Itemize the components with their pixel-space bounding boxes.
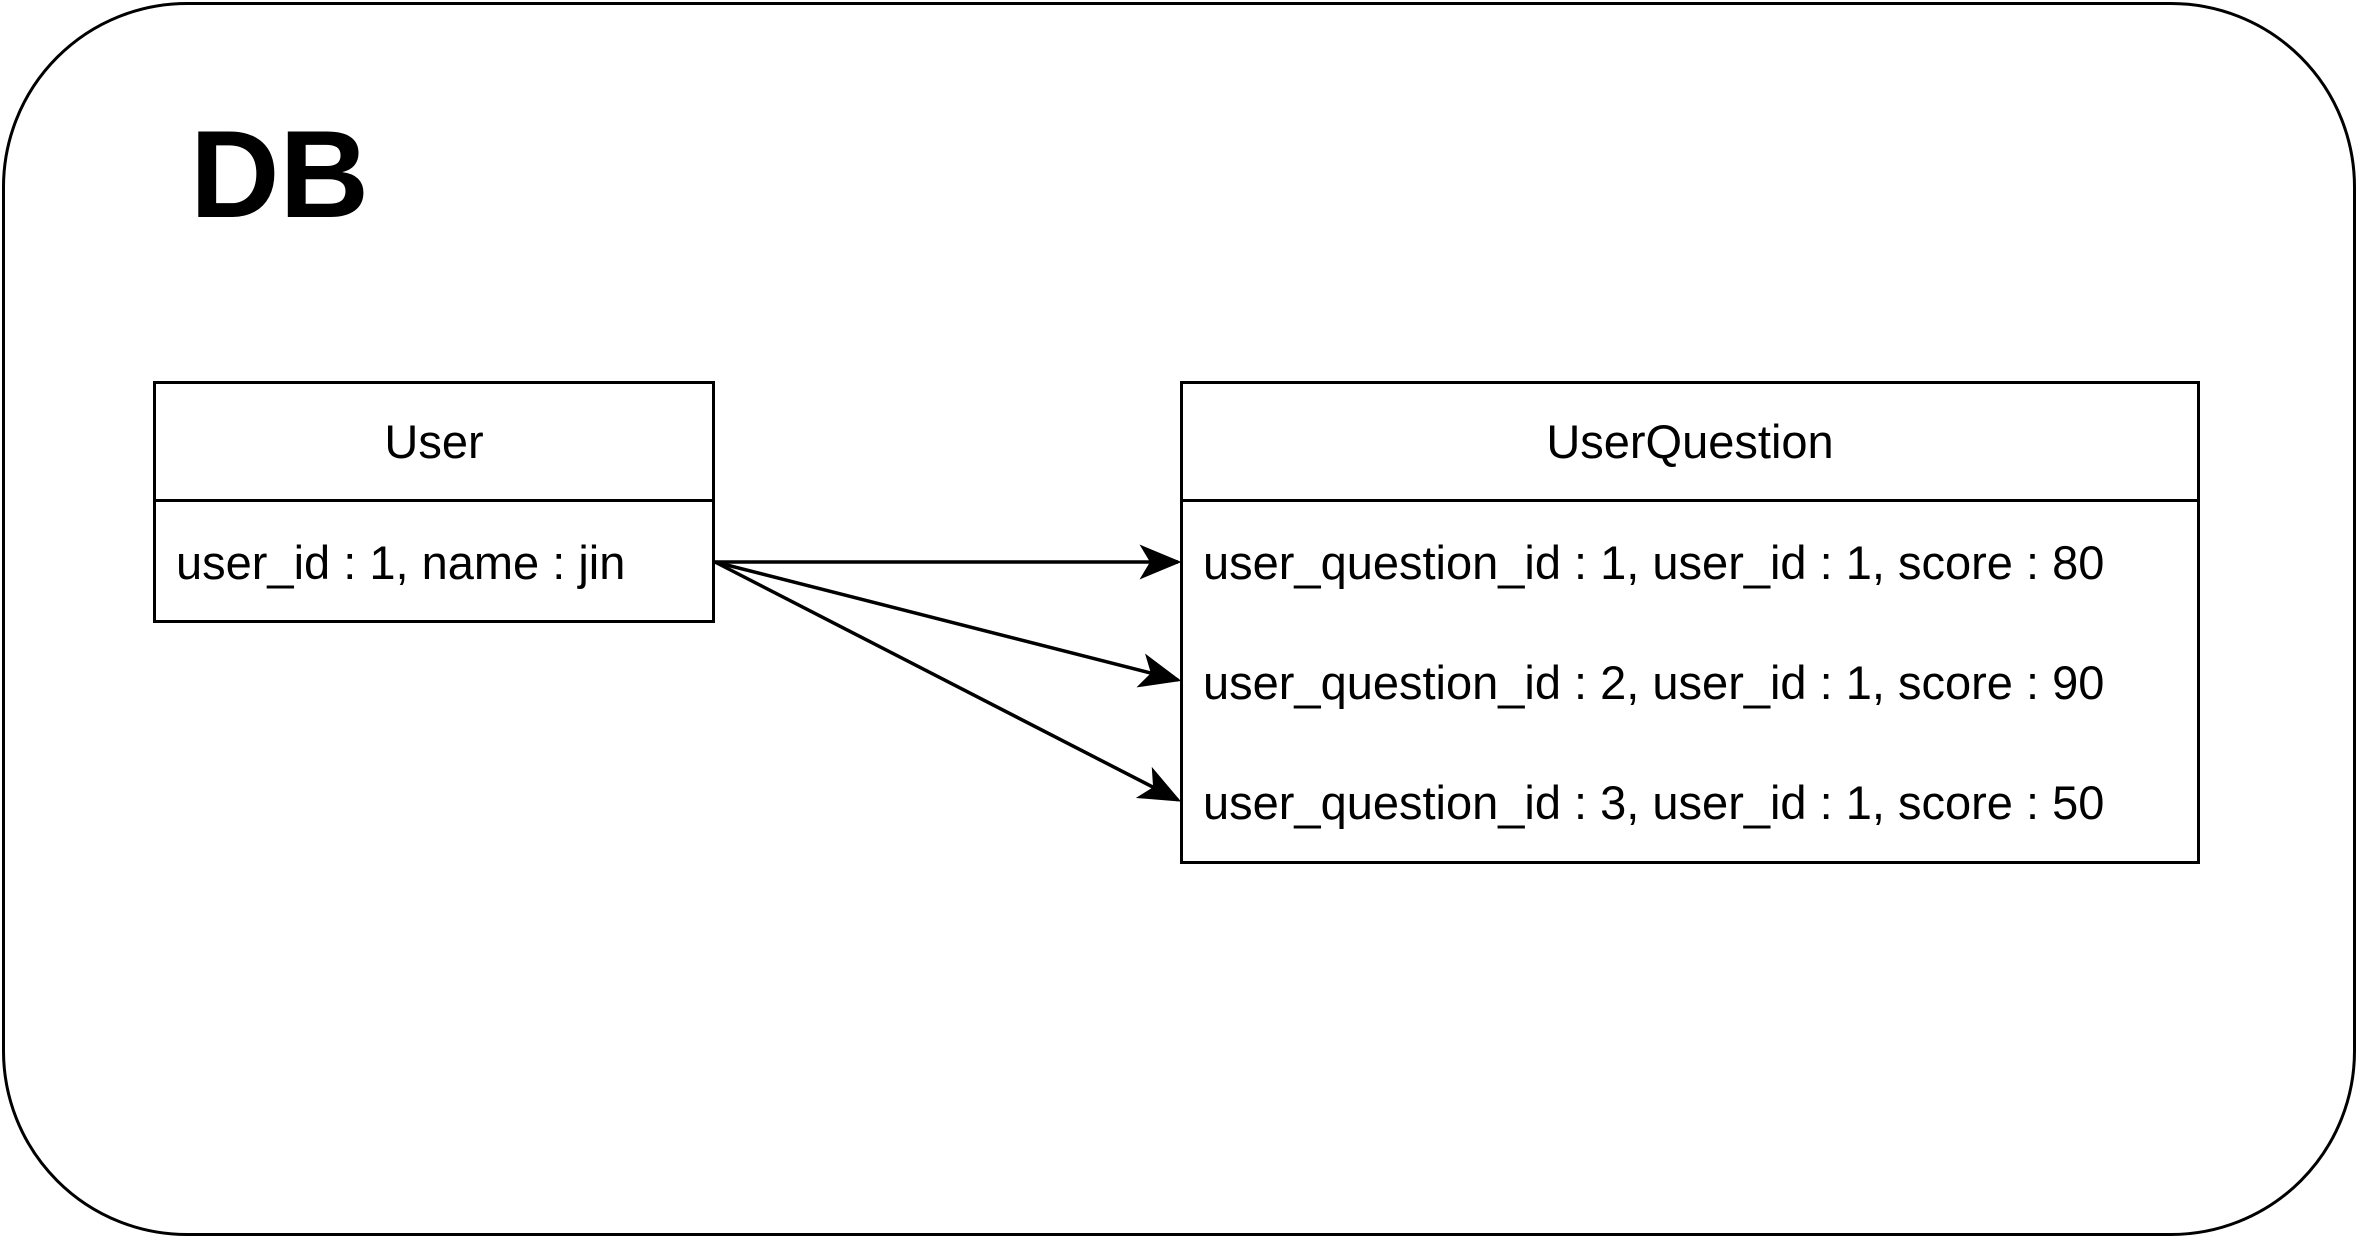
- db-title: DB: [190, 106, 370, 244]
- entity-user-header: User: [156, 384, 712, 502]
- entity-userquestion-header: UserQuestion: [1183, 384, 2197, 502]
- entity-user[interactable]: User user_id : 1, name : jin: [153, 381, 715, 623]
- entity-userquestion-row-1: user_question_id : 1, user_id : 1, score…: [1203, 535, 2105, 589]
- entity-user-row: user_id : 1, name : jin: [176, 535, 626, 589]
- entity-userquestion[interactable]: UserQuestion user_question_id : 1, user_…: [1180, 381, 2200, 864]
- entity-userquestion-row-2: user_question_id : 2, user_id : 1, score…: [1203, 655, 2105, 709]
- entity-userquestion-row-3: user_question_id : 3, user_id : 1, score…: [1203, 775, 2105, 829]
